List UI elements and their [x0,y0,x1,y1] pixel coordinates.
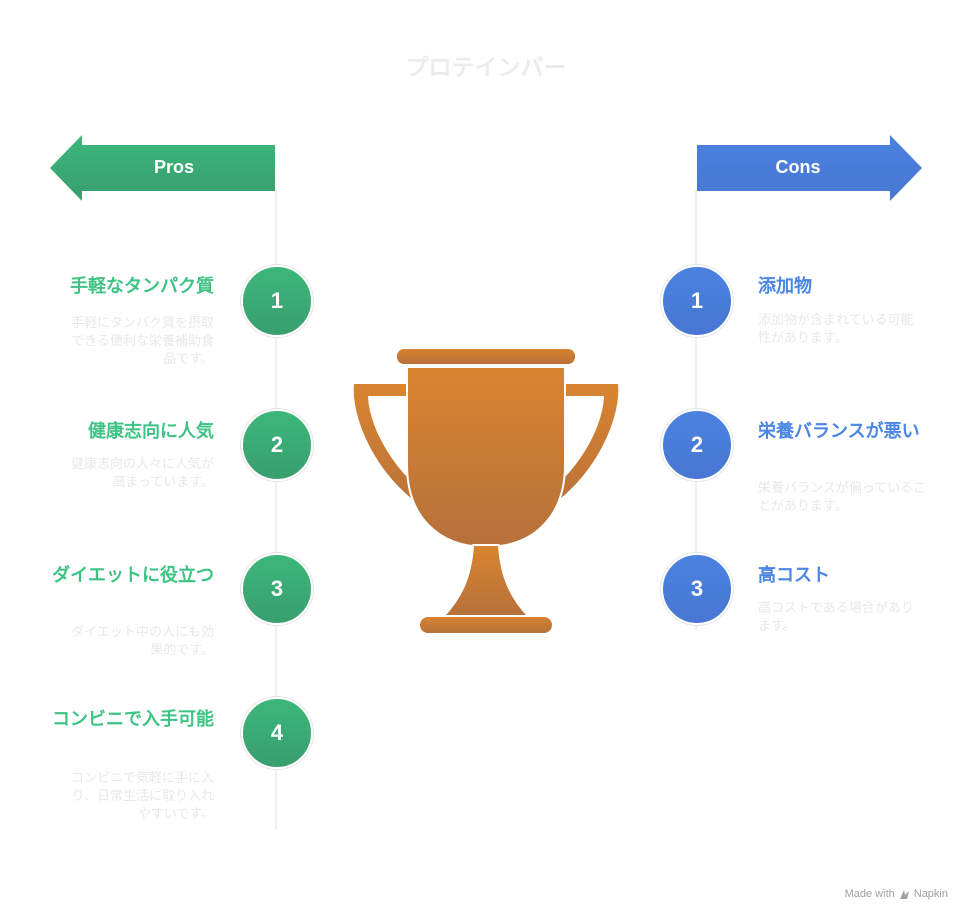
pros-item-2-number: 2 [241,409,313,481]
cons-item-3-title: 高コスト [758,565,830,586]
pros-item-4-number: 4 [241,697,313,769]
cons-item-2-number: 2 [661,409,733,481]
napkin-logo-icon [899,889,909,899]
cons-item-1-description: 添加物が含まれている可能性があります。 [758,313,914,346]
pros-timeline-line [275,190,277,830]
pros-arrow [50,135,275,201]
pros-item-1-title: 手軽なタンパク質 [70,276,214,297]
footer-made-with: Made with [844,888,895,900]
cons-label: Cons [775,157,821,177]
pros-item-3-description: ダイエット中の人にも効果的です。 [71,625,214,658]
cons-item-1-number: 1 [661,265,733,337]
cons-arrow [697,135,922,201]
pros-item-2-description: 健康志向の人々に人気が高まっています。 [70,457,214,490]
cons-item-2-title: 栄養バランスが悪い [758,421,920,442]
pros-item-1-number: 1 [241,265,313,337]
cons-item-1-title: 添加物 [758,276,812,297]
page-title: プロテインバー [405,55,567,81]
pros-item-1-description: 手軽にタンパク質を摂取できる便利な栄養補助食品です。 [70,316,214,367]
pros-label: Pros [153,157,195,177]
trophy-icon [351,347,621,635]
cons-item-3-description: 高コストである場合があります。 [758,601,914,634]
footer-attribution: Made with Napkin [845,888,948,900]
pros-item-2-title: 健康志向に人気 [88,421,214,442]
cons-item-3-number: 3 [661,553,733,625]
pros-item-4-title: コンビニで入手可能 [52,709,214,730]
pros-item-4-description: コンビニで気軽に手に入り、日常生活に取り入れやすいです。 [70,771,214,822]
footer-brand: Napkin [913,888,948,900]
pros-item-3-title: ダイエットに役立つ [52,565,214,586]
pros-item-3-number: 3 [241,553,313,625]
cons-item-2-description: 栄養バランスが偏っていることがあります。 [758,481,927,514]
